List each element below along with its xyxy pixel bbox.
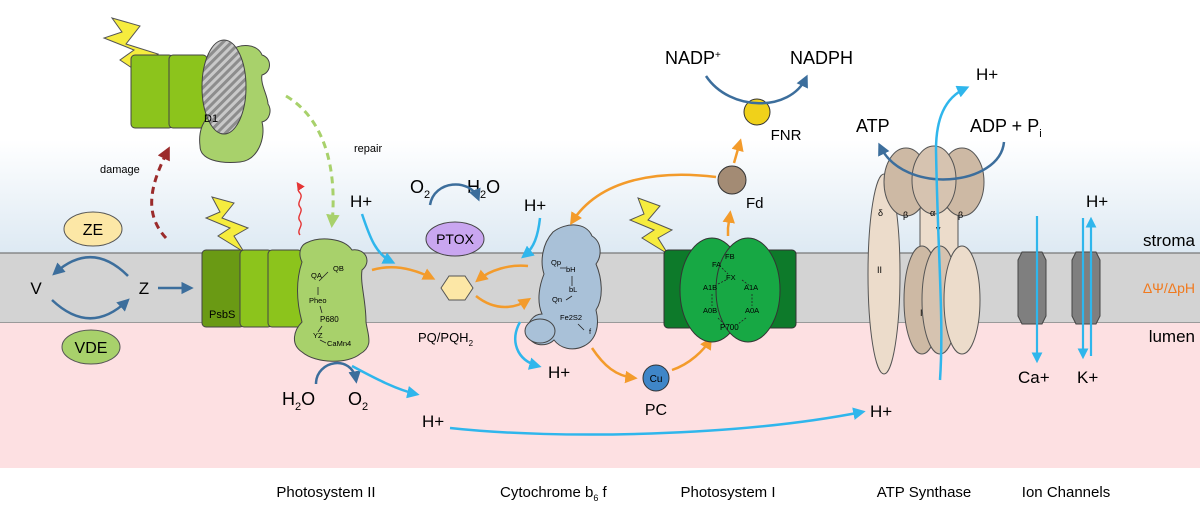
channel-ca-label: Ca+ xyxy=(1018,368,1050,387)
beta2-label: β xyxy=(958,210,963,220)
plastocyanin: Cu PC xyxy=(642,336,712,419)
pc-label: PC xyxy=(645,402,667,419)
fe2s2-label: Fe2S2 xyxy=(560,313,582,322)
alpha-label: α xyxy=(930,208,935,218)
pc-cu: Cu xyxy=(650,374,663,385)
channel-k-label: K+ xyxy=(1077,368,1098,387)
k-channel xyxy=(1071,251,1101,325)
adp-label: ADP + Pi xyxy=(970,116,1042,140)
xanthophyll-cycle: ZE VDE V Z xyxy=(30,211,194,365)
fnr-label: FNR xyxy=(771,127,802,144)
photosystem-II: PsbS QA QB Pheo P680 YZ CaMn4 H+ H2O O2 xyxy=(201,181,436,413)
fa-label: FA xyxy=(712,260,721,269)
atp-synthase: δ II γ I β α β ATP ADP + Pi H+ H+ xyxy=(856,65,1042,421)
nadp-label: NADP+ xyxy=(665,48,721,68)
qb-label: QB xyxy=(333,264,344,273)
yz-label: YZ xyxy=(313,331,323,340)
ion-channels: H+ Ca+ K+ xyxy=(1017,192,1108,387)
a0b-label: A0B xyxy=(703,306,717,315)
ptox: PTOX O2 H2O xyxy=(410,177,500,257)
atp-h-lumen: H+ xyxy=(870,402,892,421)
h2o-label: H2O xyxy=(282,389,315,413)
caption-psII: Photosystem II xyxy=(276,484,375,501)
fb-label: FB xyxy=(725,252,735,261)
ii-label: II xyxy=(877,265,882,275)
a0a-label: A0A xyxy=(745,306,759,315)
qn-label: Qn xyxy=(552,295,562,304)
caption-atp: ATP Synthase xyxy=(877,484,972,501)
fnr: FNR NADP+ NADPH xyxy=(665,48,853,144)
stroma-region xyxy=(0,140,1200,253)
ptox-o2: O2 xyxy=(410,177,430,201)
damaged-psII: D1 damage repair xyxy=(100,17,382,240)
lumen-region xyxy=(0,323,1200,468)
ferredoxin: Fd xyxy=(569,138,764,226)
o2-label: O2 xyxy=(348,389,368,413)
p680-label: P680 xyxy=(320,315,339,324)
atp-label: ATP xyxy=(856,116,890,136)
nadph-label: NADPH xyxy=(790,48,853,68)
i-label: I xyxy=(920,308,923,318)
bh-label: bH xyxy=(566,265,576,274)
gradient-label: ΔΨ/ΔpH xyxy=(1143,280,1195,296)
caption-psI: Photosystem I xyxy=(680,484,775,501)
beta1-label: β xyxy=(903,210,908,220)
fx-label: FX xyxy=(726,273,736,282)
qa-label: QA xyxy=(311,271,322,280)
bl-label: bL xyxy=(569,285,577,294)
cyt-h-top: H+ xyxy=(524,196,546,215)
ca-channel xyxy=(1017,251,1047,325)
lumen-label: lumen xyxy=(1149,327,1195,346)
a1a-label: A1A xyxy=(744,283,758,292)
atp-h-top: H+ xyxy=(976,65,998,84)
caption-ion: Ion Channels xyxy=(1022,484,1110,501)
damage-label: damage xyxy=(100,164,140,176)
camn-label: CaMn4 xyxy=(327,339,351,348)
repair-label: repair xyxy=(354,143,382,155)
delta-label: δ xyxy=(878,208,883,218)
cyt-h-bottom: H+ xyxy=(548,363,570,382)
pq-label: PQ/PQH2 xyxy=(418,330,474,348)
lumen-proton-flow: H+ xyxy=(422,407,866,436)
ptox-label: PTOX xyxy=(436,231,475,247)
wavy-heat-arrow xyxy=(296,181,305,236)
lumen-h-plus: H+ xyxy=(422,412,444,431)
ze-label: ZE xyxy=(83,222,103,239)
psbs-label: PsbS xyxy=(209,309,235,321)
vde-label: VDE xyxy=(75,340,108,357)
photosystem-I: FB FA FX A1B A1A A0B A0A P700 xyxy=(628,197,797,343)
z-label: Z xyxy=(139,279,149,298)
channel-h-label: H+ xyxy=(1086,192,1108,211)
pheo-label: Pheo xyxy=(309,296,327,305)
d1-label: D1 xyxy=(204,113,218,125)
v-label: V xyxy=(30,279,42,298)
p700-label: P700 xyxy=(720,323,739,332)
fd-label: Fd xyxy=(746,195,764,212)
caption-cyt: Cytochrome b6 f xyxy=(500,484,608,503)
stroma-label: stroma xyxy=(1143,231,1196,250)
cytochrome-b6f: H+ Qp bH bL Qn Fe2S2 f H+ xyxy=(514,196,638,384)
pq-pool: PQ/PQH2 xyxy=(418,264,532,348)
f-label: f xyxy=(589,327,592,336)
psII-h-plus: H+ xyxy=(350,192,372,211)
qp-label: Qp xyxy=(551,258,561,267)
a1b-label: A1B xyxy=(703,283,717,292)
